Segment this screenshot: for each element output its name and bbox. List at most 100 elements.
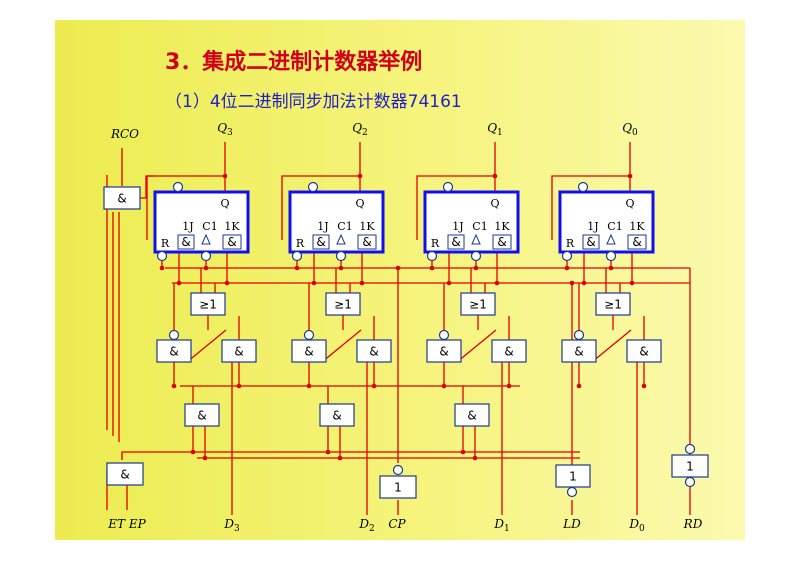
rco-and-gate-symbol: &: [117, 192, 126, 206]
clock-triangle: [606, 233, 616, 245]
enable-and-q2: [319, 403, 355, 427]
ff-k-and-symbol: &: [497, 235, 506, 249]
junction-dot: [473, 265, 479, 271]
ff-c-label: C1: [607, 220, 622, 233]
inversion-bubble: [307, 181, 319, 193]
ff-c-label: C1: [202, 220, 217, 233]
slide-subheading: （1）4位二进制同步加法计数器74161: [165, 92, 462, 112]
slide-background: [55, 20, 745, 540]
ff-k-and-symbol: &: [362, 235, 371, 249]
rco-feedback: [140, 175, 155, 199]
rco-and-gate: [103, 186, 141, 210]
ff-q-label: Q: [625, 197, 634, 210]
et-ep-and-gate-symbol: &: [120, 468, 129, 482]
d-label-q2: D2: [358, 517, 374, 534]
junction-dot: [629, 280, 635, 286]
junction-dot: [446, 280, 452, 286]
ff-j-and: [312, 234, 330, 250]
cp-buffer-gate-symbol: 1: [394, 481, 402, 495]
or-gate-q3: [190, 292, 226, 316]
ff-k-and: [357, 234, 377, 250]
junction-dot: [338, 265, 344, 271]
inversion-bubble: [200, 250, 212, 262]
slide-heading: 3．集成二进制计数器举例: [165, 50, 423, 75]
inversion-bubble: [442, 181, 454, 193]
inversion-bubble: [303, 329, 315, 341]
mux-and-right-q0-symbol: &: [639, 345, 648, 359]
junction-dot: [294, 265, 300, 271]
ld-buffer-gate-symbol: 1: [569, 470, 577, 484]
junction-dot: [176, 280, 182, 286]
junction-dot: [608, 265, 614, 271]
feedback-q0: [551, 175, 630, 240]
junction-dot: [337, 455, 343, 461]
d-label-q3: D3: [223, 517, 240, 534]
inversion-bubble: [684, 443, 696, 455]
ff-j-label: 1J: [452, 220, 463, 233]
q-label-q0: Q0: [622, 121, 638, 138]
ff-k-label: 1K: [224, 220, 240, 233]
inversion-bubble: [605, 250, 617, 262]
ff-j-label: 1J: [317, 220, 328, 233]
junction-dot: [202, 455, 208, 461]
ff-k-and: [627, 234, 647, 250]
ff-q-label: Q: [220, 197, 229, 210]
d-label-q1: D1: [493, 517, 509, 534]
or-gate-q2-symbol: ≥1: [334, 298, 352, 312]
ff-k-label: 1K: [629, 220, 645, 233]
junction-dot: [472, 455, 478, 461]
or-gate-q3-symbol: ≥1: [199, 298, 217, 312]
cp-buffer-gate: [379, 475, 417, 499]
rco-label: RCO: [110, 127, 139, 141]
mux-and-left-q1-symbol: &: [439, 345, 448, 359]
mux-cross-q1: [456, 329, 497, 363]
or-gate-q1: [460, 292, 496, 316]
inversion-bubble: [438, 329, 450, 341]
ff-j-and-symbol: &: [586, 235, 595, 249]
junction-dot: [506, 383, 512, 389]
ff-k-label: 1K: [359, 220, 375, 233]
enable-and-q1: [454, 403, 490, 427]
mux-and-left-q2-symbol: &: [304, 345, 313, 359]
ff-j-and-symbol: &: [181, 235, 190, 249]
mux-cross-q3: [186, 329, 227, 363]
enable-and-q1-symbol: &: [467, 409, 476, 423]
mux-and-right-q1-symbol: &: [504, 345, 513, 359]
inversion-bubble: [168, 329, 180, 341]
clock-triangle: [336, 233, 346, 245]
junction-dot: [325, 449, 331, 455]
ff-j-and: [447, 234, 465, 250]
feedback-q2: [281, 175, 360, 240]
or-gate-q0-symbol: ≥1: [604, 298, 622, 312]
or-gate-q1-symbol: ≥1: [469, 298, 487, 312]
junction-dot: [203, 265, 209, 271]
d-label-q0: D0: [628, 517, 645, 534]
ff-j-label: 1J: [587, 220, 598, 233]
junction-dot: [581, 280, 587, 286]
ff-j-and: [582, 234, 600, 250]
junction-dot: [492, 173, 498, 179]
junction-dot: [395, 265, 401, 271]
ff-r-label: R: [566, 237, 575, 250]
cp-label: CP: [388, 517, 406, 531]
ff-c-label: C1: [337, 220, 352, 233]
mux-and-right-q3-symbol: &: [234, 345, 243, 359]
mux-and-left-q3-symbol: &: [169, 345, 178, 359]
junction-dot: [576, 383, 582, 389]
mux-and-right-q2-symbol: &: [369, 345, 378, 359]
junction-dot: [371, 383, 377, 389]
junction-dot: [460, 449, 466, 455]
wire-layer: [106, 142, 691, 515]
enable-and-q3-symbol: &: [197, 409, 206, 423]
mux-cross-q2: [321, 329, 362, 363]
ff-j-and-symbol: &: [451, 235, 460, 249]
rd-label: RD: [683, 517, 703, 531]
inversion-bubble: [291, 250, 303, 262]
junction-dot: [190, 449, 196, 455]
junction-dot: [311, 280, 317, 286]
et-ep-label: ET EP: [107, 517, 146, 531]
inversion-bubble: [577, 181, 589, 193]
or-gate-q2: [325, 292, 361, 316]
